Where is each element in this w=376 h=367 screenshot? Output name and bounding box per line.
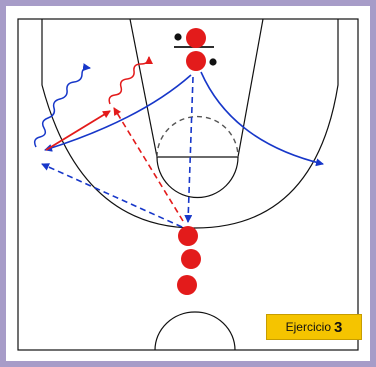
ball-dot [209, 58, 217, 66]
blue-pass-left [41, 163, 183, 228]
blue-wavy-screen [33, 63, 91, 148]
red-move-right [45, 110, 111, 151]
key-paint [129, 18, 264, 158]
exercise-label: Ejercicio 3 [266, 314, 362, 340]
player-circle [186, 28, 206, 48]
blue-cut-left [44, 74, 192, 152]
center-circle [154, 311, 236, 351]
exercise-number: 3 [334, 318, 343, 336]
player-circle [181, 249, 201, 269]
player-circle [178, 226, 198, 246]
red-wavy-screen [108, 56, 153, 105]
court-boundary [17, 18, 359, 351]
blue-cut-right [200, 71, 324, 167]
player-circle [186, 51, 206, 71]
three-point-line [41, 19, 339, 229]
player-circle [177, 275, 197, 295]
blue-pass-down [184, 76, 194, 223]
free-throw-circle-upper [156, 115, 239, 158]
ball-dot [174, 33, 182, 41]
exercise-title: Ejercicio [285, 320, 331, 334]
free-throw-circle-lower [156, 156, 239, 199]
red-pass-up [113, 107, 184, 222]
